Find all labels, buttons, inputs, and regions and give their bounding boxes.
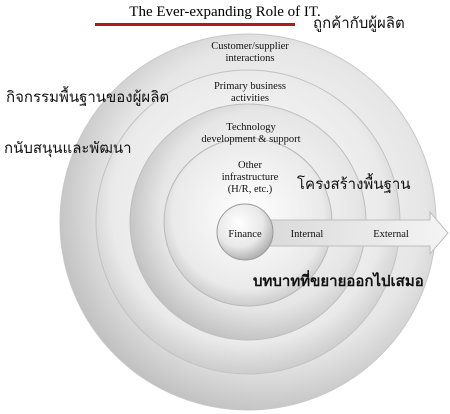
- ring-label-customer-supplier: Customer/supplier interactions: [180, 41, 320, 65]
- ring-label-line: Primary business: [213, 81, 287, 92]
- thai-label-primary-activities: กิจกรรมพื้นฐานของผู้ผลิต: [6, 88, 170, 106]
- ring-label-line: Technology: [226, 122, 276, 133]
- center-label-finance: Finance: [228, 229, 262, 240]
- ring-label-infrastructure: Other infrastructure (H/R, etc.): [195, 160, 305, 196]
- ring-label-technology: Technology development & support: [176, 122, 326, 146]
- diagram-title: The Ever-expanding Role of IT.: [129, 4, 321, 20]
- ring-label-line: infrastructure: [221, 172, 279, 183]
- ring-label-line: Customer/supplier: [211, 41, 289, 52]
- thai-label-customer-supplier: ถูกค้ากับผู้ผลิต: [313, 14, 405, 32]
- ring-label-primary-activities: Primary business activities: [180, 81, 320, 105]
- ring-label-line: development & support: [201, 134, 301, 145]
- thai-label-expanding-role: บทบาทที่ขยายออกไปเสมอ: [253, 272, 424, 290]
- center-ball: [216, 203, 274, 261]
- arrow-label-external: External: [373, 229, 409, 240]
- title-underline: [95, 23, 295, 26]
- arrow-label-internal: Internal: [290, 229, 324, 240]
- ring-label-line: interactions: [225, 53, 275, 64]
- ring-label-line: (H/R, etc.): [227, 184, 273, 195]
- thai-label-infrastructure: โครงสร้างพื้นฐาน: [297, 175, 411, 193]
- ring-label-line: activities: [231, 93, 269, 104]
- ring-label-line: Other: [238, 160, 262, 171]
- thai-label-support-development: กนับสนุนและพัฒนา: [4, 139, 132, 157]
- expansion-arrow: [257, 210, 449, 256]
